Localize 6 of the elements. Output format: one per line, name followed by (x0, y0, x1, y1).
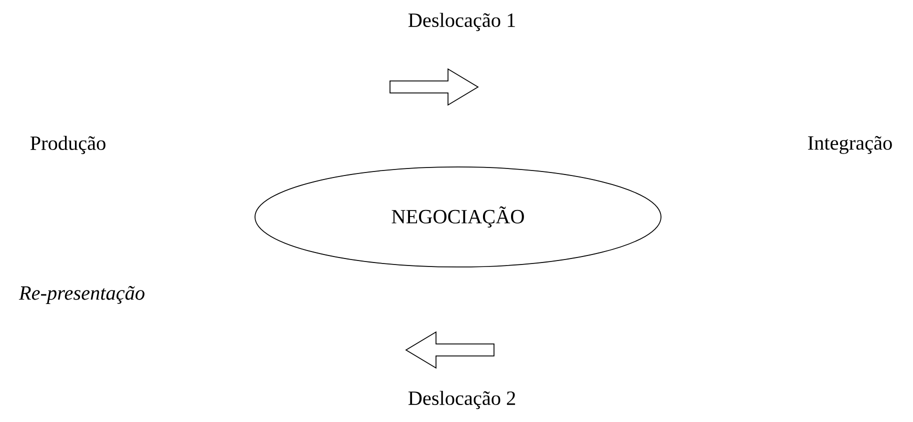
node-label: Produção (30, 136, 106, 154)
arrow-label: Deslocação 1 (408, 12, 515, 32)
arrow-label: Deslocação 2 (408, 390, 516, 410)
node-label: Re-presentação (18, 286, 144, 304)
node-label: Integração (808, 136, 892, 154)
ellipse-node: NEGOCIAÇÃO (254, 166, 662, 268)
